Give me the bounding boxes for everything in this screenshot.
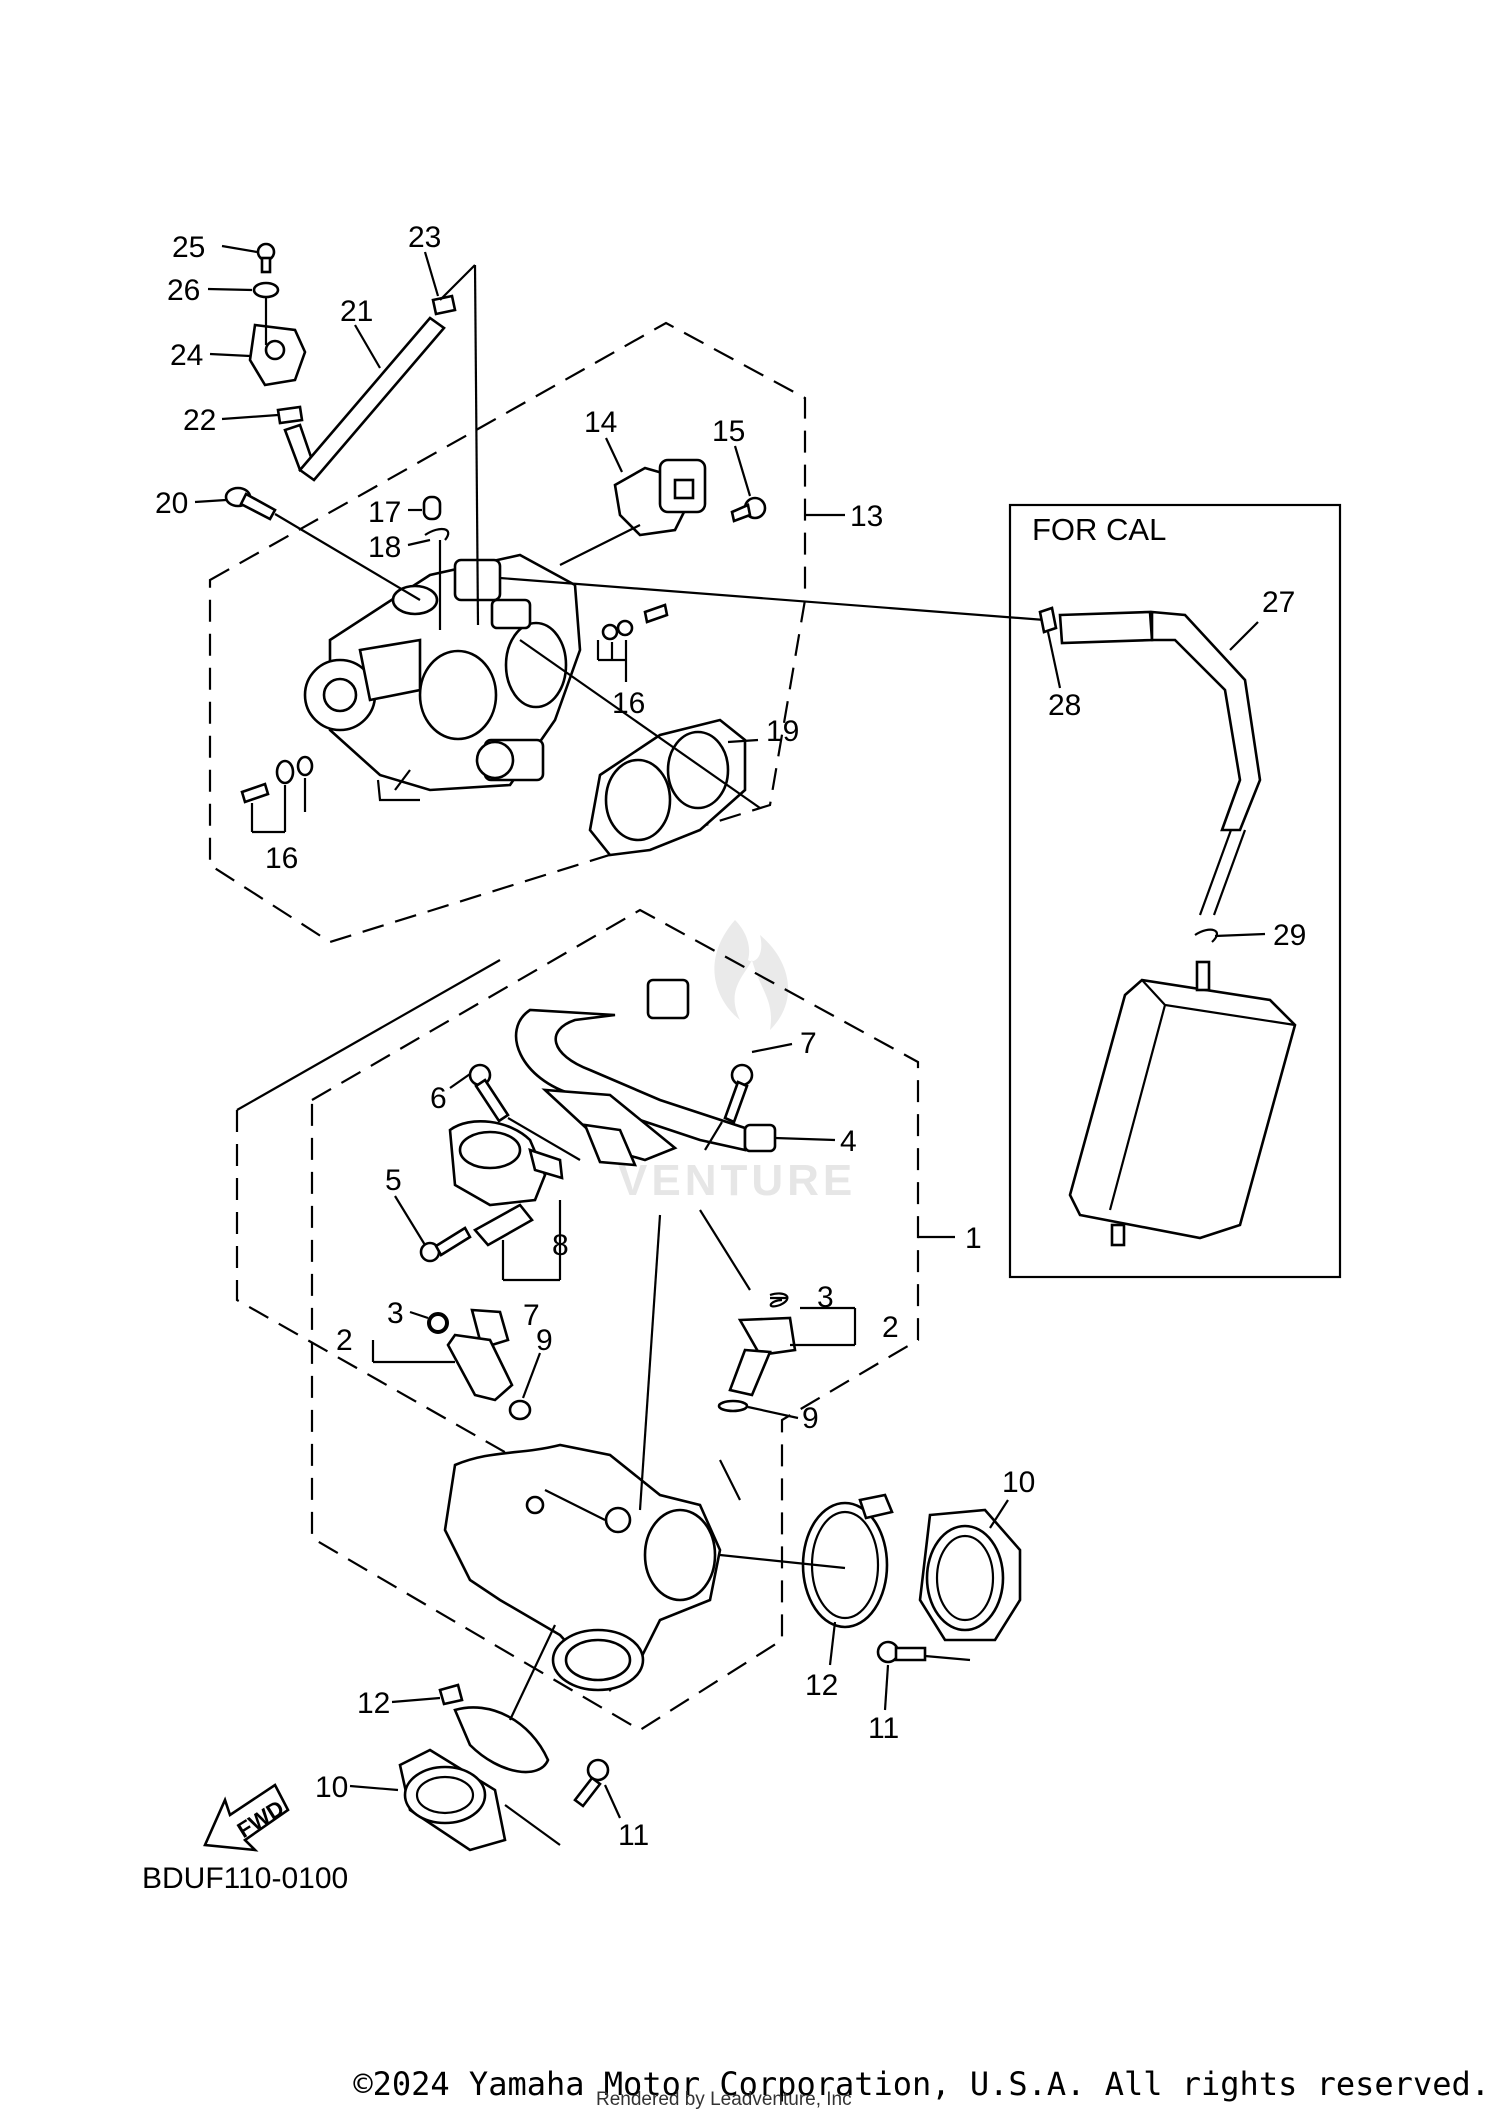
injector-right: [717, 1292, 857, 1413]
callout-23: 23: [408, 221, 441, 254]
hose-assembly: [248, 242, 480, 626]
callout-28: 28: [1048, 689, 1081, 722]
screws-16-right: [596, 603, 669, 682]
callout-16-left: 16: [265, 842, 298, 875]
sensor-14: [613, 458, 707, 537]
callout-29: 29: [1273, 919, 1306, 952]
reference-code: BDUF110-0100: [142, 1862, 348, 1895]
group-10-outline: [235, 1110, 511, 1456]
rendered-by: Rendered by Leadventure, Inc: [596, 2089, 852, 2110]
callout-2-right: 2: [882, 1311, 899, 1344]
watermark: VENTURE: [618, 920, 856, 1205]
callouts: 25 26 24 22 21 23 20 17 18 14 15 13 16 1…: [155, 221, 1306, 1852]
regulator-8: [419, 1119, 564, 1282]
callout-26: 26: [167, 274, 200, 307]
fwd-arrow-icon: [203, 1783, 290, 1852]
group-1-outline: [310, 908, 920, 1732]
clamp-12-right: [719, 1493, 894, 1629]
copyright-notice: ©2024 Yamaha Motor Corporation, U.S.A. A…: [353, 2065, 1490, 2103]
callout-3-left: 3: [387, 1297, 404, 1330]
callout-6: 6: [430, 1082, 447, 1115]
callout-12-left: 12: [357, 1687, 390, 1720]
injector-left: [371, 1308, 532, 1421]
parts-17-18: [422, 495, 450, 630]
callout-3-right: 3: [817, 1281, 834, 1314]
callout-16-right: 16: [612, 687, 645, 720]
callout-10-right: 10: [1002, 1466, 1035, 1499]
fwd-arrow: FWD: [203, 1783, 290, 1852]
watermark-flame-icon: [714, 920, 789, 1030]
bolt-6: [468, 1063, 581, 1161]
group-13-outline: [208, 321, 807, 944]
bolt-11-right: [876, 1640, 971, 1664]
callout-20: 20: [155, 487, 188, 520]
screw-15: [730, 496, 767, 523]
callout-2-left: 2: [336, 1324, 353, 1357]
callout-22: 22: [183, 404, 216, 437]
callout-18: 18: [368, 531, 401, 564]
callout-5: 5: [385, 1164, 402, 1197]
callout-17: 17: [368, 496, 401, 529]
callout-4: 4: [840, 1125, 857, 1158]
callout-11-right: 11: [868, 1712, 899, 1745]
fuel-rail-4: [514, 978, 777, 1167]
callout-11-left: 11: [618, 1819, 649, 1852]
intake-manifold: [443, 1209, 751, 1692]
callout-12-right: 12: [805, 1669, 838, 1702]
boot-10-left: [398, 1748, 561, 1852]
for-cal-section: FOR CAL: [1008, 503, 1342, 1279]
throttle-body: [303, 553, 582, 802]
callout-24: 24: [170, 339, 203, 372]
callout-15: 15: [712, 415, 745, 448]
gasket-19: [588, 718, 747, 857]
callout-25: 25: [172, 231, 205, 264]
for-cal-box: [1008, 503, 1342, 1279]
bolt-20: [224, 486, 421, 601]
screws-16-left: [240, 755, 314, 834]
callout-7-bottom: 7: [523, 1299, 540, 1332]
callout-9-right: 9: [802, 1402, 819, 1435]
callout-21: 21: [340, 295, 373, 328]
callout-9-left: 9: [536, 1324, 553, 1357]
leader-lines: [194, 244, 1266, 1819]
intake-manifold-group: [235, 908, 1022, 1852]
callout-10-left: 10: [315, 1771, 348, 1804]
callout-14: 14: [584, 406, 617, 439]
for-cal-label: FOR CAL: [1032, 512, 1166, 547]
boot-10-right: [918, 1508, 1022, 1642]
callout-13: 13: [850, 500, 883, 533]
callout-19: 19: [766, 715, 799, 748]
throttle-body-group: [208, 321, 1046, 944]
clamp-12-left: [438, 1624, 556, 1774]
callout-8: 8: [552, 1229, 569, 1262]
callout-7-top: 7: [800, 1027, 817, 1060]
watermark-text: VENTURE: [618, 1156, 856, 1205]
callout-27: 27: [1262, 586, 1295, 619]
bolt-11-left: [573, 1758, 610, 1808]
callout-1: 1: [965, 1222, 982, 1255]
bolt-7: [704, 1063, 754, 1151]
